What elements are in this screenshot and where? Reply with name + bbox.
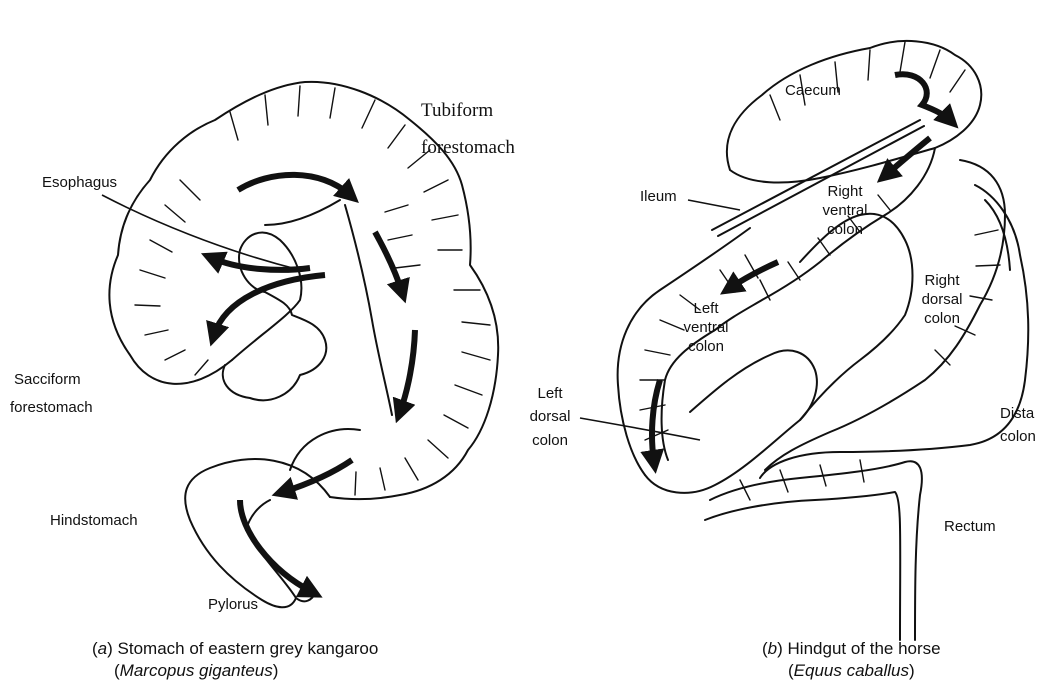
left-dorsal-colon-label: Left dorsal colon	[520, 382, 580, 452]
horse-caption-letter: b	[768, 639, 777, 658]
kangaroo-tubiform-inner	[265, 200, 340, 225]
horse-rectum-2	[705, 492, 900, 640]
kangaroo-caption-species: Marcopus giganteus	[120, 661, 273, 680]
lvc-line3: colon	[676, 338, 736, 357]
horse-arrow-ldc	[652, 380, 660, 462]
left-ventral-colon-label: Left ventral colon	[676, 300, 736, 356]
rdc-line1: Right	[912, 272, 972, 291]
rdc-line3: colon	[912, 310, 972, 329]
lvc-line2: ventral	[676, 319, 736, 338]
right-dorsal-colon-label: Right dorsal colon	[912, 272, 972, 328]
horse-arrow-lvc	[730, 262, 778, 288]
kangaroo-arrow-pylorus	[240, 500, 312, 592]
ldc-line3: colon	[520, 429, 580, 452]
tubiform-label: Tubiform forestomach	[421, 92, 515, 166]
horse-caption-species: Equus caballus	[794, 661, 909, 680]
rvc-line1: Right	[815, 183, 875, 202]
tubiform-label-line1: Tubiform	[421, 92, 515, 129]
rectum-label: Rectum	[944, 518, 996, 537]
sacciform-label: Sacciform forestomach	[10, 366, 93, 422]
lvc-line1: Left	[676, 300, 736, 319]
kangaroo-caption-line1: (a) Stomach of eastern grey kangaroo	[92, 638, 378, 660]
horse-left-dorsal-colon	[645, 350, 817, 492]
ileum-label: Ileum	[640, 188, 677, 207]
horse-distal-colon-inner	[985, 200, 1010, 270]
esophagus-label: Esophagus	[42, 174, 117, 193]
kangaroo-caption-letter: a	[98, 639, 107, 658]
kangaroo-pylorus-end	[296, 592, 316, 601]
kangaroo-inner-band	[232, 233, 301, 360]
ldc-line1: Left	[520, 382, 580, 405]
kangaroo-caption: (a) Stomach of eastern grey kangaroo (Ma…	[92, 638, 378, 682]
sacciform-label-line1: Sacciform	[10, 366, 93, 394]
kangaroo-arrow-right-2	[400, 330, 415, 412]
horse-flow-arrows	[652, 74, 950, 462]
horse-arrow-caecum-hook	[895, 74, 950, 120]
right-ventral-colon-label: Right ventral colon	[815, 183, 875, 239]
ldc-line2: dorsal	[520, 405, 580, 428]
pylorus-label: Pylorus	[208, 596, 258, 615]
horse-caption: (b) Hindgut of the horse (Equus caballus…	[762, 638, 941, 682]
kangaroo-arrow-top	[238, 175, 350, 195]
sacciform-label-line2: forestomach	[10, 394, 93, 422]
tubiform-label-line2: forestomach	[421, 129, 515, 166]
distal-colon-label: Dista colon	[1000, 402, 1036, 449]
horse-caption-line1: (b) Hindgut of the horse	[762, 638, 941, 660]
distal-line2: colon	[1000, 425, 1036, 448]
kangaroo-caption-line2: (Marcopus giganteus)	[92, 660, 378, 682]
horse-caption-line2: (Equus caballus)	[762, 660, 941, 682]
horse-rectum	[710, 461, 922, 640]
kangaroo-arrow-eso-down	[214, 275, 325, 335]
horse-distal-colon	[760, 185, 1028, 478]
kangaroo-central-wall	[345, 205, 392, 415]
distal-line1: Dista	[1000, 402, 1036, 425]
ileum-leader	[688, 200, 740, 210]
kangaroo-arrow-hind	[283, 460, 352, 492]
kangaroo-sacciform-lobes	[223, 292, 326, 400]
horse-haustra	[640, 42, 1000, 500]
left-dorsal-leader	[580, 418, 700, 440]
kangaroo-arrow-right-1	[375, 232, 402, 292]
rvc-line2: ventral	[815, 202, 875, 221]
rvc-line3: colon	[815, 221, 875, 240]
rdc-line2: dorsal	[912, 291, 972, 310]
caecum-label: Caecum	[785, 82, 841, 101]
hindstomach-label: Hindstomach	[50, 512, 138, 531]
